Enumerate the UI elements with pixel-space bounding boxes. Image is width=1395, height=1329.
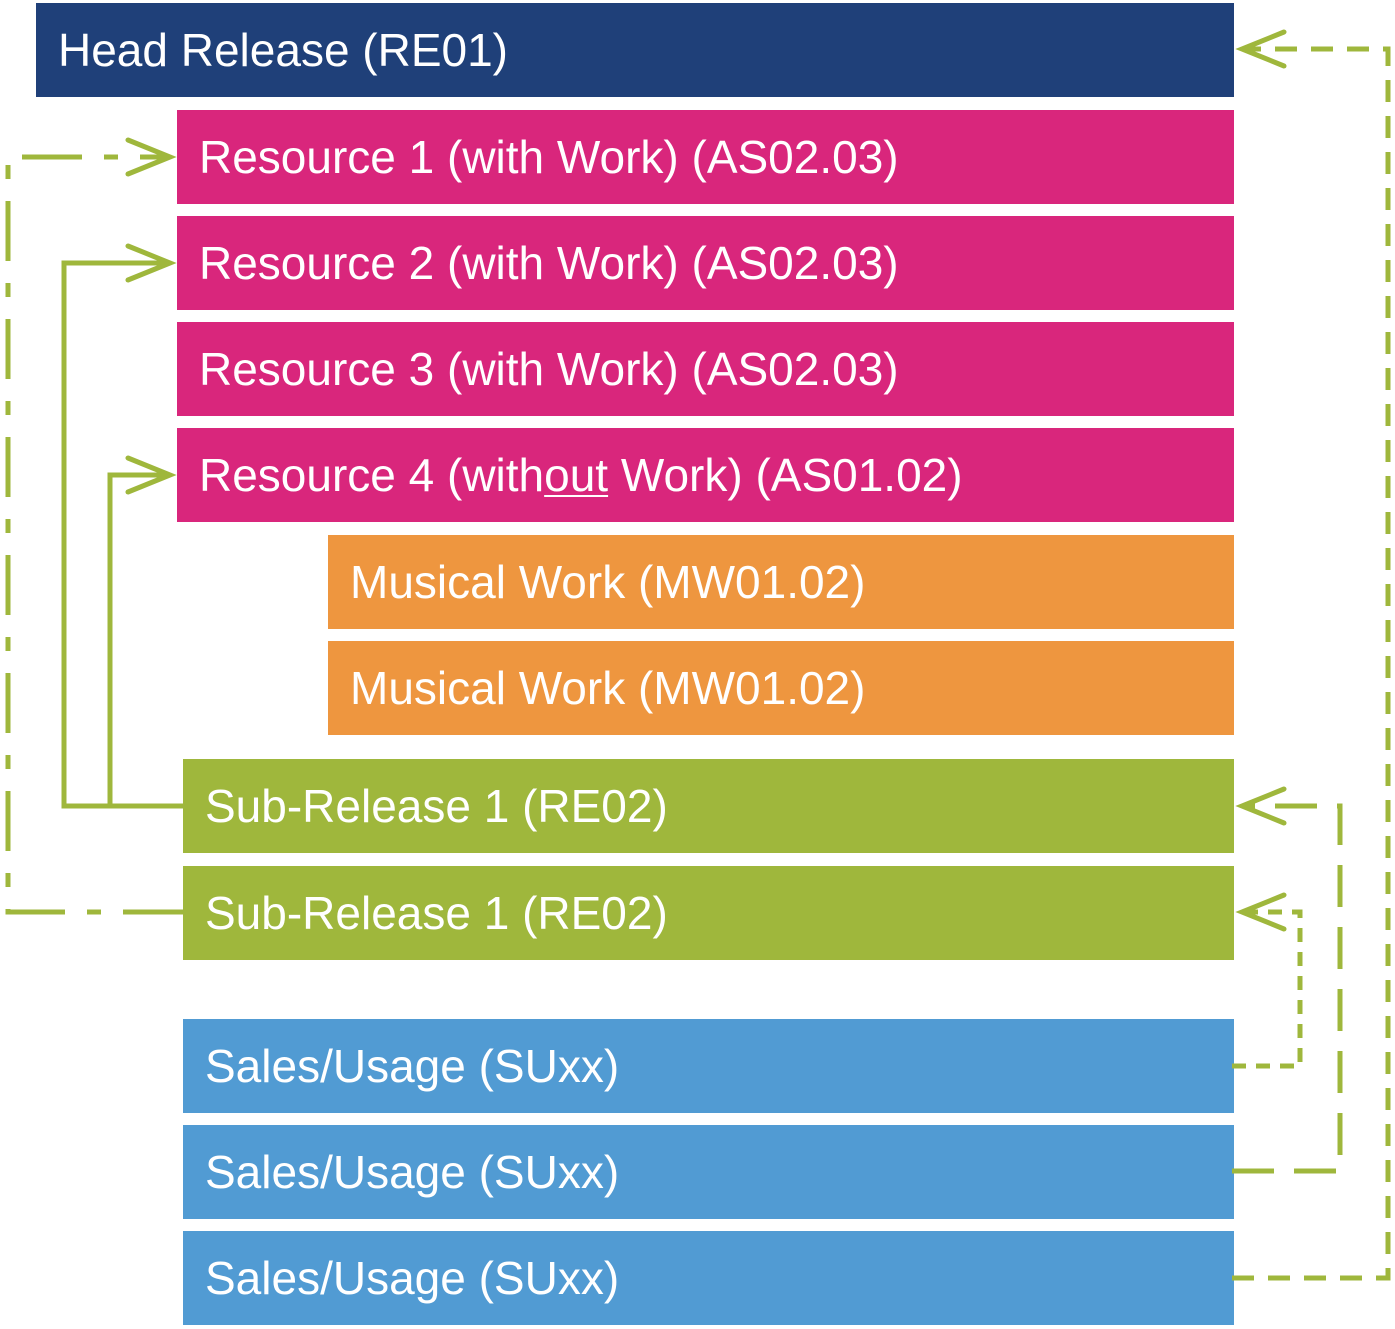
sales-usage-2-label: Sales/Usage (SUxx)	[205, 1146, 620, 1198]
resource-2-label: Resource 2 (with Work) (AS02.03)	[199, 237, 899, 289]
sub-release-2-label: Sub-Release 1 (RE02)	[205, 887, 668, 939]
musical-work-1-block: Musical Work (MW01.02)	[328, 535, 1234, 629]
arrowhead-resource-1	[125, 137, 177, 177]
resource-4-label: Resource 4 (without Work) (AS01.02)	[199, 452, 963, 498]
resource-1-label: Resource 1 (with Work) (AS02.03)	[199, 131, 899, 183]
resource-4-label-before: Resource 4 (with	[199, 449, 545, 501]
sales-usage-1-label: Sales/Usage (SUxx)	[205, 1040, 620, 1092]
resource-3-block: Resource 3 (with Work) (AS02.03)	[177, 322, 1234, 416]
sales-usage-2-block: Sales/Usage (SUxx)	[183, 1125, 1234, 1219]
sales-usage-3-to-head-release-link	[1232, 46, 1391, 1281]
resource-4-block: Resource 4 (without Work) (AS01.02)	[177, 428, 1234, 522]
resource-2-block: Resource 2 (with Work) (AS02.03)	[177, 216, 1234, 310]
musical-work-2-label: Musical Work (MW01.02)	[350, 662, 866, 714]
arrowhead-resource-2	[125, 243, 177, 283]
head-release-label: Head Release (RE01)	[58, 24, 509, 76]
musical-work-1-label: Musical Work (MW01.02)	[350, 556, 866, 608]
resource-4-label-emphasis: out	[544, 449, 609, 501]
sub-release-1-to-resource-4-link	[107, 472, 168, 806]
arrowhead-sub-release-1	[1235, 786, 1287, 826]
sales-usage-2-to-sub-release-1-link	[1232, 803, 1343, 1174]
sales-usage-3-block: Sales/Usage (SUxx)	[183, 1231, 1234, 1325]
sub-release-1-block: Sub-Release 1 (RE02)	[183, 759, 1234, 853]
resource-3-label: Resource 3 (with Work) (AS02.03)	[199, 343, 899, 395]
arrowhead-sub-release-2	[1235, 892, 1287, 932]
sales-usage-1-to-sub-release-2-link	[1232, 909, 1303, 1069]
arrowhead-resource-4	[125, 455, 177, 495]
resource-1-block: Resource 1 (with Work) (AS02.03)	[177, 110, 1234, 204]
sales-usage-3-label: Sales/Usage (SUxx)	[205, 1252, 620, 1304]
head-release-block: Head Release (RE01)	[36, 3, 1234, 97]
sub-release-1-label: Sub-Release 1 (RE02)	[205, 780, 668, 832]
sales-usage-1-block: Sales/Usage (SUxx)	[183, 1019, 1234, 1113]
arrowhead-head-release	[1235, 29, 1287, 69]
sub-release-2-to-resource-1-link	[5, 154, 183, 915]
resource-4-label-after: Work) (AS01.02)	[608, 449, 963, 501]
sub-release-1-to-resource-2-link	[61, 260, 183, 809]
sub-release-2-block: Sub-Release 1 (RE02)	[183, 866, 1234, 960]
musical-work-2-block: Musical Work (MW01.02)	[328, 641, 1234, 735]
